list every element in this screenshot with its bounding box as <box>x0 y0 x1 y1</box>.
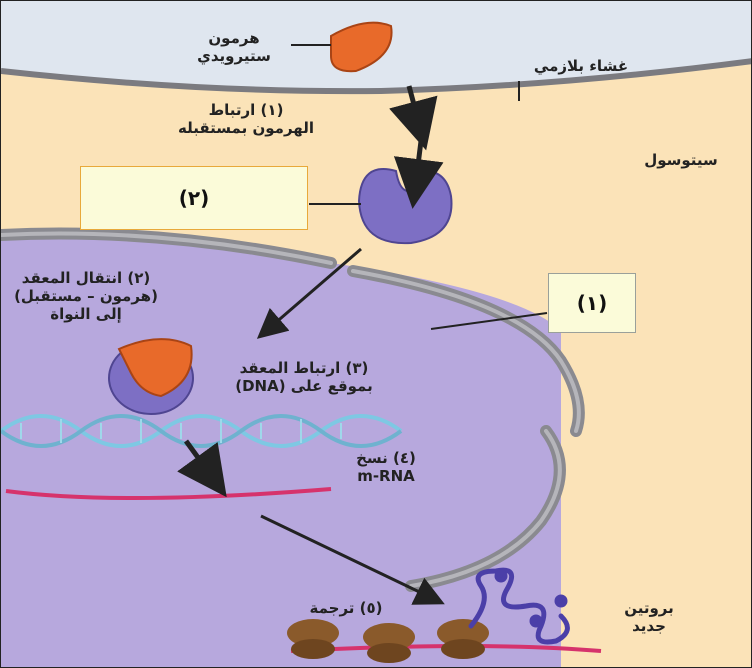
step2-label-line2: (هرمون – مستقبل) <box>1 287 171 305</box>
step2-label-line1: (٢) انتقال المعقد <box>1 269 171 287</box>
step4-label-line1: (٤) نسخ <box>331 449 441 467</box>
step2-label-line3: إلى النواة <box>1 305 171 323</box>
step5-label: (٥) ترجمة <box>271 599 421 617</box>
step3-label-line1: (٣) ارتباط المعقد <box>219 359 389 377</box>
ribosomes <box>287 619 489 663</box>
step1-label: (١) ارتباط الهرمون بمستقبله <box>161 101 331 137</box>
step4-label: (٤) نسخ m-RNA <box>331 449 441 485</box>
answer-box-nucleus: (١) <box>548 273 636 333</box>
step1-label-line2: الهرمون بمستقبله <box>161 119 331 137</box>
hormone-receptor-complex <box>109 339 193 414</box>
membrane-label: غشاء بلازمي <box>521 57 641 75</box>
cytosol-label: سيتوسول <box>611 151 751 169</box>
answer-box-nucleus-label: (١) <box>577 291 608 315</box>
answer-box-receptor: (٢) <box>80 166 308 230</box>
cytosol-label-text: سيتوسول <box>644 151 718 169</box>
answer-box-receptor-label: (٢) <box>179 186 210 210</box>
protein-label-line2: جديد <box>599 617 699 635</box>
step2-label: (٢) انتقال المعقد (هرمون – مستقبل) إلى ا… <box>1 269 171 323</box>
step5-label-text: (٥) ترجمة <box>309 599 382 617</box>
step1-label-line1: (١) ارتباط <box>161 101 331 119</box>
membrane-label-text: غشاء بلازمي <box>534 57 628 75</box>
protein-label-line1: بروتين <box>599 599 699 617</box>
step3-label-line2: بموقع على (DNA) <box>219 377 389 395</box>
hormone-label-line2: ستيرويدي <box>179 47 289 65</box>
hormone-label-line1: هرمون <box>179 29 289 47</box>
step4-label-line2: m-RNA <box>331 467 441 485</box>
hormone-label: هرمون ستيرويدي <box>179 29 289 65</box>
hormone-receptor <box>359 169 452 243</box>
protein-label: بروتين جديد <box>599 599 699 635</box>
step3-label: (٣) ارتباط المعقد بموقع على (DNA) <box>219 359 389 395</box>
